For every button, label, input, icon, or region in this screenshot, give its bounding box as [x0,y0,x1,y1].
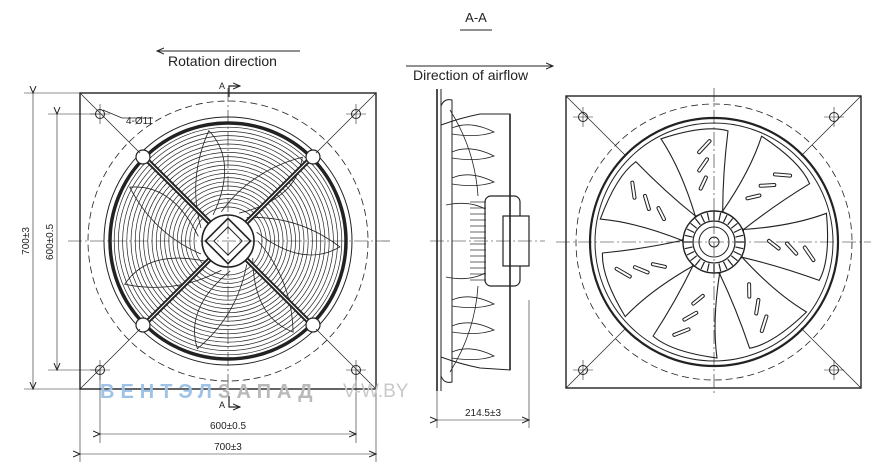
watermark-brand: ВЕНТЭЛЗАПАД [100,381,318,404]
dim-outer-height: 700±3 [21,227,32,255]
side-blade-profile [452,297,494,308]
dim-side-depth: 214.5±3 [465,408,502,419]
side-blade-profile [452,125,494,136]
front-blade [130,187,201,254]
side-blade-profile [452,149,494,160]
rear-view [556,88,871,396]
watermark-site: V-W.BY [343,381,408,403]
watermark-brand-part2: ЗАПАД [218,381,319,403]
section-title: A-A [465,10,487,25]
side-view [406,30,553,391]
section-marker-top: A [219,81,225,91]
blade-slot-inner [775,174,790,175]
watermark-brand-part1: ВЕНТЭЛ [100,381,218,403]
blade-slot-inner [761,185,775,186]
dim-inner-width: 600±0.5 [210,421,247,432]
holes-label: 4-Ø11 [126,116,153,127]
side-blade-profile [452,323,494,334]
rotation-label: Rotation direction [168,53,277,69]
dim-outer-width: 700±3 [214,442,242,453]
dim-inner-height: 600±0.5 [45,224,56,261]
front-view [68,51,390,407]
airflow-label: Direction of airflow [413,67,529,83]
side-blade-edge [450,110,478,196]
side-blade-profile [452,175,494,186]
front-blade [195,264,247,348]
